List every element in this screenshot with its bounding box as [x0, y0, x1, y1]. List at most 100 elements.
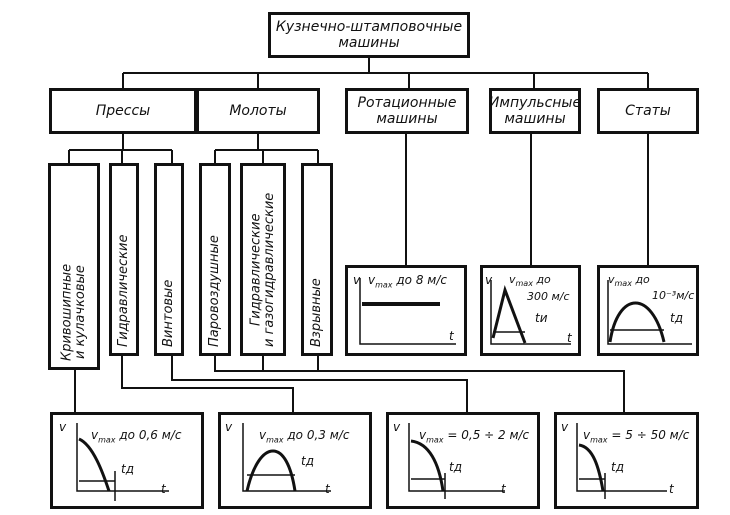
connector	[68, 133, 173, 163]
vmax-value: до 0,3 м/с	[287, 428, 350, 442]
velocity-panel-impulse: v vmax до 300 м/с tи t	[480, 265, 581, 356]
vmax-subscript: max	[375, 280, 393, 290]
vmax-label: vmax до 0,6 м/с	[91, 429, 181, 444]
vmax-subscript: max	[614, 279, 632, 289]
duration-label: tд	[121, 462, 135, 476]
velocity-curve	[578, 443, 605, 492]
vmax-symbol: v	[583, 428, 591, 442]
vmax-label: vmax = 5 ÷ 50 м/с	[583, 429, 689, 444]
axis-lines	[607, 280, 692, 345]
velocity-panel-hydraulic: v vmax до 0,3 м/с tд t	[218, 412, 372, 509]
vmax-symbol: v	[368, 273, 376, 287]
category-label: Молоты	[229, 102, 287, 119]
velocity-curve	[491, 284, 527, 344]
vmax-symbol: v	[259, 428, 267, 442]
root-line1: Кузнечно-штамповочные	[275, 18, 463, 35]
vmax-value-line2: 300 м/с	[527, 290, 570, 303]
axis-v-label: v	[485, 273, 493, 287]
duration-marker	[411, 473, 446, 499]
subtype-label: Винтовые	[161, 279, 177, 347]
vmax-label: vmax до 8 м/с	[368, 274, 447, 289]
category-stats: Статы	[597, 88, 699, 134]
category-label: Статы	[625, 102, 671, 119]
subtype-label: Паровоздушные	[207, 235, 223, 347]
axis-t-label: t	[669, 482, 674, 496]
category-label: Прессы	[95, 102, 151, 119]
vmax-label: vmax до	[509, 274, 551, 288]
axis-v-label: v	[59, 420, 67, 434]
vmax-label: vmax = 0,5 ÷ 2 м/с	[419, 429, 529, 444]
subtype-label: Кривошипные и кулачковые	[59, 263, 88, 361]
connector	[214, 355, 625, 412]
velocity-panel-crank: v vmax до 0,6 м/с tд t	[50, 412, 204, 509]
axis-t-label: t	[325, 482, 330, 496]
vmax-value-line2: 10⁻³м/с	[652, 289, 695, 302]
connector	[214, 133, 319, 163]
axis-lines	[76, 423, 169, 492]
vmax-symbol: v	[608, 273, 615, 286]
vmax-symbol: v	[419, 428, 427, 442]
axis-t-label: t	[449, 329, 454, 343]
vmax-value: до	[635, 273, 650, 286]
subtype-hydraulic-press: Гидравлические	[109, 163, 139, 356]
vmax-symbol: v	[509, 273, 516, 286]
vmax-value: до 0,6 м/с	[119, 428, 182, 442]
subtype-hydraulic-gas: Гидравлические и газогидравлические	[240, 163, 286, 356]
velocity-panel-stats: vmax до 10⁻³м/с tд	[597, 265, 699, 356]
category-impulse: Импульсные машины	[489, 88, 581, 134]
axis-lines	[242, 423, 331, 492]
duration-marker	[579, 473, 606, 499]
category-label-line2: машины	[376, 111, 438, 127]
velocity-panel-rotary: v vmax до 8 м/с t	[345, 265, 467, 356]
duration-label: tд	[301, 454, 315, 468]
axis-lines	[490, 280, 571, 345]
duration-label: tд	[449, 460, 463, 474]
category-presses: Прессы	[49, 88, 197, 134]
vmax-value: = 5 ÷ 50 м/с	[611, 428, 690, 442]
category-label: Импульсные	[488, 94, 582, 111]
axis-v-label: v	[393, 420, 401, 434]
velocity-panel-screw: v vmax = 0,5 ÷ 2 м/с tд t	[386, 412, 540, 509]
vmax-label: vmax до	[608, 274, 650, 288]
axis-v-label: v	[353, 273, 361, 287]
velocity-curve	[608, 301, 666, 343]
subtype-explosive: Взрывные	[301, 163, 333, 356]
vmax-value: до	[536, 273, 551, 286]
axis-lines	[408, 423, 505, 492]
vmax-subscript: max	[590, 435, 608, 445]
connector	[122, 56, 649, 88]
connector	[121, 355, 294, 412]
category-hammers: Молоты	[196, 88, 320, 134]
axis-v-label: v	[225, 420, 233, 434]
velocity-curve	[78, 437, 111, 492]
axis-t-label: t	[161, 482, 166, 496]
vmax-subscript: max	[98, 435, 116, 445]
subtype-label: Гидравлические и газогидравлические	[248, 192, 277, 347]
connector	[171, 355, 468, 412]
vmax-subscript: max	[515, 279, 533, 289]
axis-lines	[576, 423, 667, 492]
velocity-curve	[410, 439, 445, 492]
vmax-value: = 0,5 ÷ 2 м/с	[447, 428, 530, 442]
vmax-subscript: max	[266, 435, 284, 445]
duration-label: tд	[611, 460, 625, 474]
velocity-curve	[245, 449, 297, 492]
category-label-line2: машины	[504, 111, 566, 127]
connector	[405, 133, 649, 265]
subtype-label: Гидравлические	[116, 234, 132, 347]
duration-marker	[79, 471, 116, 501]
duration-label: tи	[535, 311, 548, 325]
subtype-screw: Винтовые	[154, 163, 184, 356]
duration-label: tд	[670, 311, 684, 325]
root-line2: машины	[338, 35, 400, 51]
axis-lines	[359, 278, 456, 345]
subtype-crank-cam: Кривошипные и кулачковые	[48, 163, 100, 370]
velocity-panel-explosive: v vmax = 5 ÷ 50 м/с tд t	[554, 412, 699, 509]
vmax-subscript: max	[426, 435, 444, 445]
subtype-steam-air: Паровоздушные	[199, 163, 231, 356]
category-label: Ротационные	[357, 94, 457, 111]
axis-t-label: t	[567, 331, 572, 345]
vmax-label: vmax до 0,3 м/с	[259, 429, 349, 444]
